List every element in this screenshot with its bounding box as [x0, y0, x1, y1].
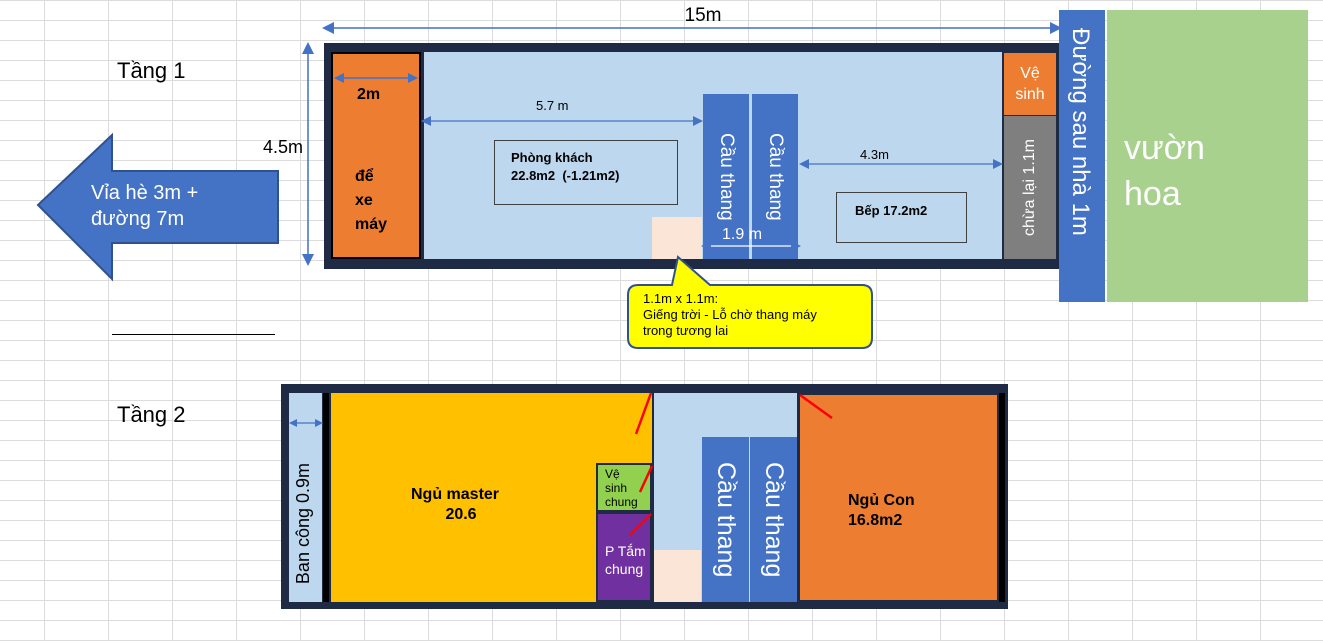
stair-width-label: 1.9 m [722, 226, 763, 243]
balcony-door-wall [323, 393, 329, 602]
light-well-callout-text: 1.1m x 1.1m: Giếng trời - Lỗ chờ thang m… [643, 291, 817, 338]
width-dimension-label: 15m [684, 5, 722, 26]
master-bedroom-label: Ngủ master 20.6 [411, 486, 500, 523]
parking-width-label: 2m [357, 86, 381, 103]
width-dimension-arrow [322, 22, 1062, 34]
spare-area: chừa lại 1.1m [1004, 116, 1056, 259]
light-well [652, 217, 702, 259]
height-dimension-label: 4.5m [263, 137, 304, 157]
street-label: Vỉa hè 3m + đường 7m [91, 182, 199, 230]
stair-width-arrow [701, 241, 801, 251]
living-room-name: Phòng khách [511, 150, 593, 165]
floor1-label: Tầng 1 [117, 58, 186, 83]
parking-width-arrow [334, 73, 418, 83]
living-length-arrow [421, 116, 703, 126]
light-well-callout-shape [627, 255, 873, 349]
floor2-label: Tầng 2 [117, 402, 186, 427]
kitchen-label-box [836, 192, 967, 243]
garden: vườn hoa [1107, 10, 1308, 302]
street-arrow-shape [36, 133, 279, 282]
wc-floor1: Vệ sinh [1004, 53, 1056, 115]
balcony [289, 393, 322, 602]
kitchen-length-label: 4.3m [860, 147, 889, 162]
parking-label: để xe máy [355, 168, 388, 233]
child-bedroom-window-wall [999, 393, 1005, 602]
parking-area [331, 52, 421, 259]
stair-right-floor2: Cầu thang [750, 437, 797, 602]
shared-wc: Vệ sinh chung [596, 463, 652, 512]
light-well-floor2 [654, 550, 701, 602]
stair-left-floor2: Cầu thang [702, 437, 749, 602]
height-dimension-arrow [302, 42, 314, 266]
child-bedroom [798, 393, 999, 602]
living-room-label-box [494, 140, 678, 205]
balcony-width-arrow [289, 419, 323, 427]
stair-left-floor1: Cầu thang [703, 94, 749, 259]
stair-right-floor1: Cầu thang [752, 94, 798, 259]
living-length-label: 5.7 m [536, 98, 569, 113]
floor-separator [112, 334, 275, 335]
back-road: Đường sau nhà 1m [1059, 10, 1105, 302]
kitchen-label: Bếp 17.2m2 [855, 203, 928, 218]
kitchen-length-arrow [799, 159, 1003, 169]
child-bedroom-label: Ngủ Con 16.8m2 [848, 492, 915, 529]
shared-bath: P Tắm chung [596, 512, 652, 602]
living-room-area: 22.8m2 (-1.21m2) [511, 168, 620, 183]
